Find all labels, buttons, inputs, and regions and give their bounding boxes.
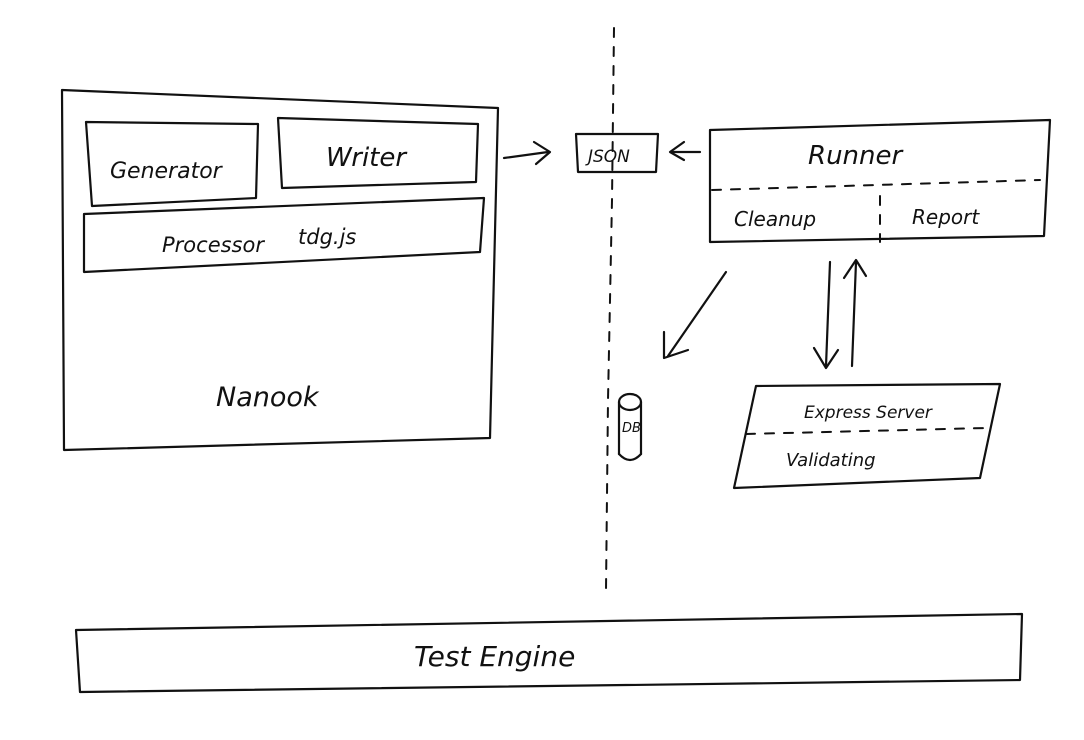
validating-label: Validating <box>786 450 876 471</box>
arrow-runner-to-express <box>812 260 840 370</box>
express-label: Express Server <box>804 403 933 423</box>
db-label: DB <box>622 421 641 436</box>
json-label: JSON <box>585 147 630 167</box>
writer-label: Writer <box>326 143 408 173</box>
arrow-runner-to-json <box>668 140 702 162</box>
test-engine-label: Test Engine <box>414 640 575 673</box>
express-box: Express Server Validating <box>732 382 1002 490</box>
nanook-title: Nanook <box>216 382 320 413</box>
report-label: Report <box>912 205 980 229</box>
generator-label: Generator <box>110 159 224 184</box>
db-cylinder: DB <box>617 392 643 462</box>
library-label: tdg.js <box>298 225 356 249</box>
processor-label: Processor <box>162 233 265 257</box>
nanook-box: Generator Writer Processor tdg.js Nanook <box>60 88 500 452</box>
arrow-runner-to-db <box>662 270 728 360</box>
runner-title: Runner <box>808 141 904 171</box>
runner-box: Runner Cleanup Report <box>708 118 1052 244</box>
writer-box <box>276 116 480 190</box>
runner-divider <box>711 179 1041 191</box>
generator-box <box>84 120 260 208</box>
arrow-express-to-runner <box>842 258 868 368</box>
json-box: JSON <box>574 132 660 174</box>
divider-line <box>605 27 615 591</box>
express-divider <box>745 427 987 435</box>
cleanup-label: Cleanup <box>734 207 816 231</box>
test-engine-box: Test Engine <box>74 612 1024 694</box>
arrow-nanook-to-json <box>502 140 552 166</box>
processor-box <box>82 196 486 274</box>
